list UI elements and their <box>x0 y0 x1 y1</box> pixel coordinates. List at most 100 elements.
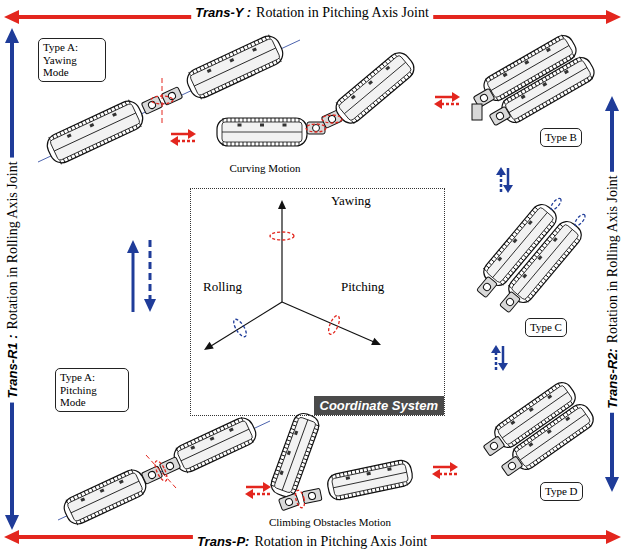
tread-line <box>483 268 486 271</box>
track-divider <box>333 472 406 488</box>
tread-line <box>545 77 547 80</box>
tread-line <box>183 444 185 448</box>
arrow-shaft <box>500 174 503 192</box>
tread-line <box>345 95 348 98</box>
tread-line <box>127 498 129 502</box>
tread-line <box>200 96 202 100</box>
track-body <box>67 472 143 522</box>
tread-line <box>114 135 116 139</box>
tread-line <box>537 49 539 52</box>
tread-line <box>288 436 292 437</box>
tread-line <box>110 108 112 112</box>
tread-line <box>96 115 98 119</box>
crawler-track <box>268 411 322 500</box>
tread-line <box>489 262 492 265</box>
tread-line <box>561 408 563 411</box>
tread-line <box>376 69 379 72</box>
tread-line <box>539 249 542 252</box>
arrow-head <box>605 477 619 492</box>
tread-line <box>121 132 123 136</box>
tread-line <box>559 69 561 72</box>
tread-line <box>382 95 385 98</box>
tread-line <box>230 422 232 426</box>
track-divider <box>344 62 405 113</box>
track-outline <box>326 458 415 501</box>
tread-line <box>538 74 540 77</box>
tread-line <box>128 471 130 475</box>
tread-line <box>550 423 552 426</box>
tread-line <box>232 80 234 84</box>
tread-line <box>275 142 276 146</box>
tread-line <box>67 129 69 133</box>
tread-line <box>533 435 535 438</box>
tread-line <box>103 140 105 144</box>
tread-line <box>71 155 73 159</box>
tread-line <box>244 442 246 446</box>
tread-line <box>514 232 517 235</box>
tread-line <box>218 58 220 62</box>
tread-line <box>240 48 242 52</box>
tread-line <box>124 473 126 477</box>
tread-line <box>241 444 243 448</box>
tread-line <box>367 77 370 80</box>
tread-line <box>348 92 351 95</box>
tread-line <box>363 491 365 495</box>
tread-line <box>588 423 590 426</box>
rivet <box>229 58 234 62</box>
rivet <box>521 95 526 100</box>
tread-line <box>542 104 544 107</box>
tread-line <box>82 150 84 154</box>
tread-line <box>85 120 87 124</box>
transition-description: Rotation in Rolling Axis Joint <box>605 175 620 343</box>
tread-line <box>554 266 557 269</box>
joint-link <box>472 104 482 120</box>
tread-line <box>110 479 112 483</box>
axis-arrow-head <box>371 338 381 345</box>
tread-line <box>532 258 535 261</box>
tread-line <box>552 233 555 236</box>
tread-line <box>528 80 530 83</box>
track-body <box>505 60 592 121</box>
tread-line <box>552 73 554 76</box>
rotation-symbol <box>306 124 326 132</box>
tread-line <box>486 265 489 268</box>
tread-line <box>271 118 272 122</box>
crawler-track <box>332 48 419 127</box>
tread-line <box>370 467 372 471</box>
tread-line <box>239 118 240 122</box>
tread-line <box>367 490 369 494</box>
tread-line <box>251 439 253 443</box>
tread-line <box>518 438 520 441</box>
arrow-shaft <box>441 103 459 106</box>
tread-line <box>579 430 581 433</box>
tread-line <box>120 474 122 478</box>
tread-line <box>541 72 543 75</box>
arrow-head <box>606 530 621 544</box>
rivet <box>351 95 356 100</box>
rivet <box>368 80 373 85</box>
mode-label-box: Type D <box>540 482 583 501</box>
tread-line <box>534 255 537 258</box>
tread-line <box>295 142 296 146</box>
tread-line <box>546 453 548 456</box>
tread-line <box>316 425 320 426</box>
tread-line <box>385 92 388 95</box>
arrow-head <box>4 530 19 544</box>
tread-line <box>548 75 550 78</box>
tread-line <box>241 417 243 421</box>
tread-line <box>226 451 228 455</box>
tread-line <box>503 69 505 72</box>
tread-line <box>141 491 143 495</box>
rivet <box>294 430 298 435</box>
tread-line <box>76 521 78 525</box>
tread-line <box>201 463 203 467</box>
tread-line <box>339 100 342 103</box>
crawler-track <box>498 54 598 127</box>
tread-line <box>313 432 317 433</box>
tread-line <box>518 261 521 264</box>
tread-line <box>112 505 114 509</box>
tread-line <box>535 399 537 402</box>
tread-line <box>336 102 339 105</box>
mode-label-box: Type A: Pitching Mode <box>55 368 129 412</box>
